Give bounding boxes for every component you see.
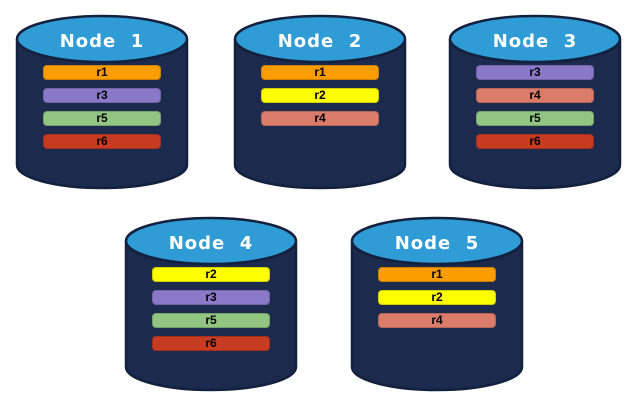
replica-bar-r5: r5 xyxy=(476,111,594,126)
replica-bar-r4: r4 xyxy=(261,111,379,126)
node-title: Node 1 xyxy=(59,31,145,52)
cylinder-top xyxy=(448,14,622,64)
node-4: Node 4 r2 r3 r5 r6 xyxy=(123,210,299,392)
replica-bar-r1: r1 xyxy=(378,267,496,282)
replica-bar-r4: r4 xyxy=(476,88,594,103)
node-title: Node 3 xyxy=(492,31,578,52)
replica-bar-r6: r6 xyxy=(476,134,594,149)
node-title: Node 4 xyxy=(168,233,254,254)
replica-bar-r6: r6 xyxy=(43,134,161,149)
replica-bar-r3: r3 xyxy=(43,88,161,103)
node-1: Node 1 r1 r3 r5 r6 xyxy=(14,8,190,190)
replica-bar-r1: r1 xyxy=(43,65,161,80)
replica-bar-r5: r5 xyxy=(43,111,161,126)
replica-bar-r4: r4 xyxy=(378,313,496,328)
cylinder-top xyxy=(124,216,298,266)
replica-bar-r2: r2 xyxy=(261,88,379,103)
node-3: Node 3 r3 r4 r5 r6 xyxy=(447,8,623,190)
replica-bar-r2: r2 xyxy=(152,267,270,282)
replica-bar-r1: r1 xyxy=(261,65,379,80)
node-5: Node 5 r1 r2 r4 xyxy=(349,210,525,392)
replica-bar-r3: r3 xyxy=(476,65,594,80)
replica-list: r2 r3 r5 r6 xyxy=(152,267,270,359)
cylinder-top xyxy=(350,216,524,266)
replica-bar-r3: r3 xyxy=(152,290,270,305)
cylinder-top xyxy=(15,14,189,64)
cylinder-top xyxy=(233,14,407,64)
replica-bar-r5: r5 xyxy=(152,313,270,328)
node-2: Node 2 r1 r2 r4 xyxy=(232,8,408,190)
replica-list: r1 r2 r4 xyxy=(261,65,379,134)
node-title: Node 5 xyxy=(394,233,480,254)
replica-list: r1 r2 r4 xyxy=(378,267,496,336)
replica-bar-r2: r2 xyxy=(378,290,496,305)
replica-bar-r6: r6 xyxy=(152,336,270,351)
node-title: Node 2 xyxy=(277,31,363,52)
replica-list: r1 r3 r5 r6 xyxy=(43,65,161,157)
replica-list: r3 r4 r5 r6 xyxy=(476,65,594,157)
